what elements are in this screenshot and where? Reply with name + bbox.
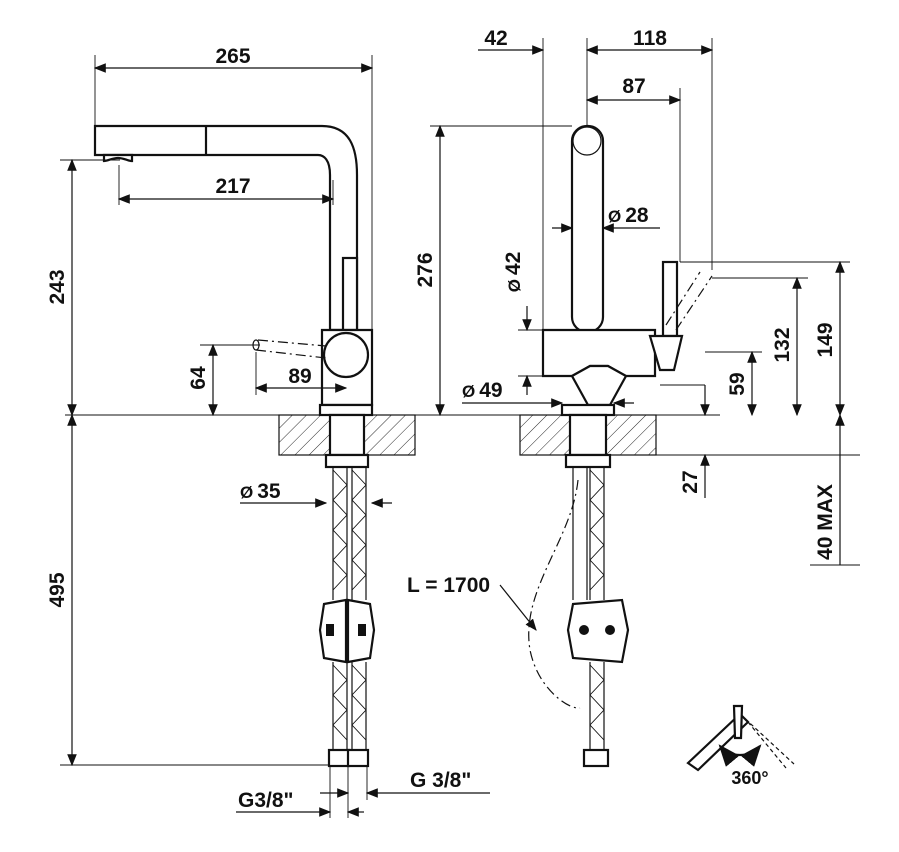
dimension-495: 495 [46,413,77,767]
label-360: 360° [731,768,768,788]
dimension-217: 217 [117,165,335,205]
label-89: 89 [288,365,311,388]
dimension-64: 64 [187,343,260,417]
label-g38-right: G 3/8" [410,769,471,792]
dimension-hose-length: L = 1700 [407,574,537,631]
label-87: 87 [622,75,645,98]
rotation-360-icon: 360° [686,704,795,788]
label-diameter-42: Ø42 [502,252,525,293]
dimension-243: 243 [46,158,120,417]
dimension-132-149: 149 132 [680,260,850,417]
label-276: 276 [414,252,437,287]
label-59: 59 [726,372,749,395]
label-118: 118 [633,27,667,50]
label-42: 42 [484,27,507,50]
label-40-max: 40 MAX [814,484,837,560]
label-132: 132 [771,327,794,362]
label-217: 217 [215,175,250,198]
label-265: 265 [215,45,250,68]
label-g38-left: G3/8" [238,789,293,812]
label-243: 243 [46,269,69,304]
label-l-1700: L = 1700 [407,574,490,597]
dimension-89: 89 [254,352,348,395]
dimension-connections: G3/8" G 3/8" [236,766,490,818]
label-149: 149 [814,322,837,357]
dimension-265: 265 [93,45,374,330]
dimension-diameter-42: Ø42 [502,252,543,395]
dimension-27: 27 [660,384,710,498]
dimension-40-max: 40 MAX [810,413,860,566]
label-27: 27 [679,470,702,493]
dimension-59: 59 [705,350,762,417]
label-495: 495 [46,572,69,607]
dimension-276: 276 [414,124,572,417]
label-64: 64 [187,366,210,390]
dimension-42-118: 42 118 [478,27,714,330]
faucet-front-view [528,124,713,768]
faucet-side-view [93,124,376,768]
dimension-87: 87 [585,75,682,262]
